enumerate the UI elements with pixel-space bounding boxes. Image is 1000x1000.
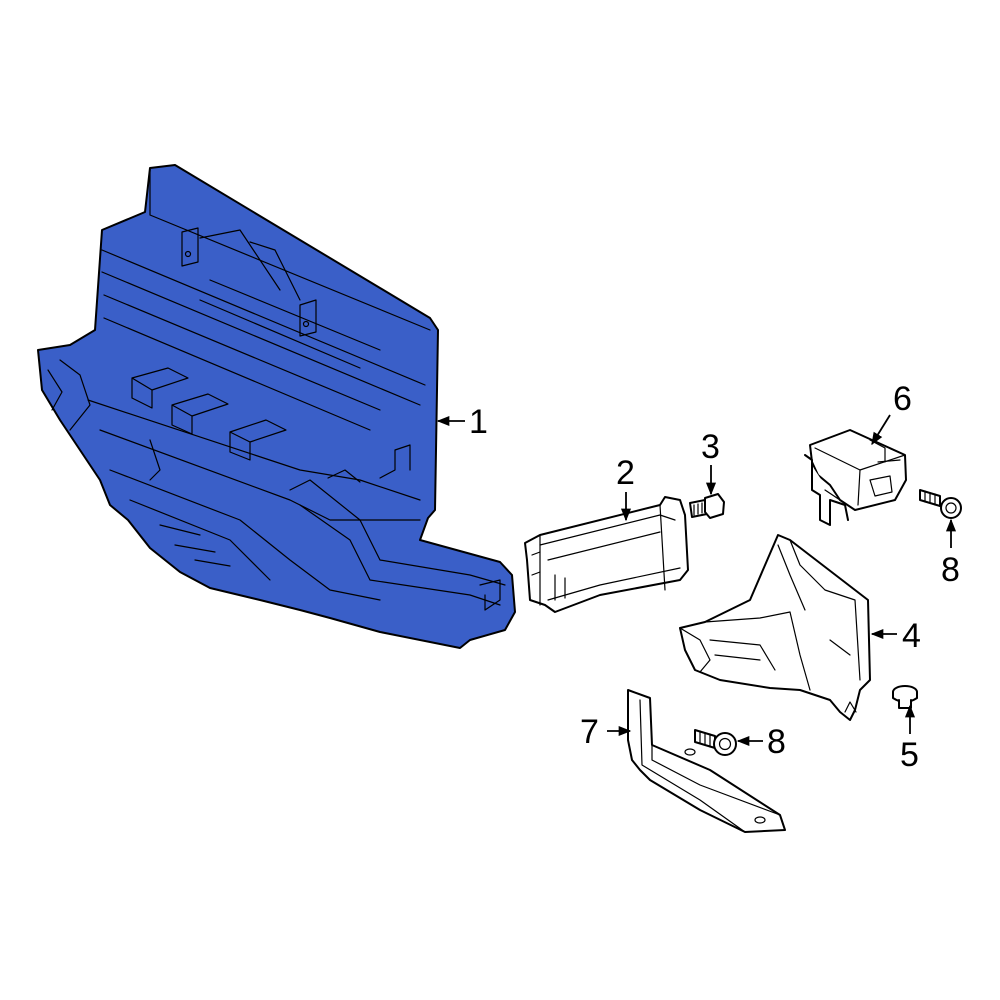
part-8-bolt-lower[interactable] xyxy=(694,729,737,756)
callout-2: 2 xyxy=(616,454,635,492)
callout-5: 5 xyxy=(900,736,919,774)
part-8-bolt-upper[interactable] xyxy=(919,489,962,519)
part-5-clip[interactable] xyxy=(892,685,918,709)
part-1-air-deflector-panel[interactable] xyxy=(37,164,516,649)
callout-3: 3 xyxy=(701,428,720,466)
leader-lines xyxy=(436,414,957,747)
part-2-air-duct[interactable] xyxy=(524,496,689,613)
callout-8-upper: 8 xyxy=(941,551,960,589)
part-6-bracket[interactable] xyxy=(804,429,907,526)
part-7-lower-bracket[interactable] xyxy=(627,689,786,833)
callout-numbers: 1 2 3 4 5 6 7 8 8 xyxy=(469,380,960,774)
leader-6 xyxy=(871,414,891,446)
callout-8-lower: 8 xyxy=(767,723,786,761)
part-4-air-guide[interactable] xyxy=(679,534,871,721)
callout-4: 4 xyxy=(902,617,921,655)
part-3-bolt[interactable] xyxy=(689,493,725,519)
callout-1: 1 xyxy=(469,403,488,441)
callout-7: 7 xyxy=(580,713,599,751)
callout-6: 6 xyxy=(893,380,912,418)
